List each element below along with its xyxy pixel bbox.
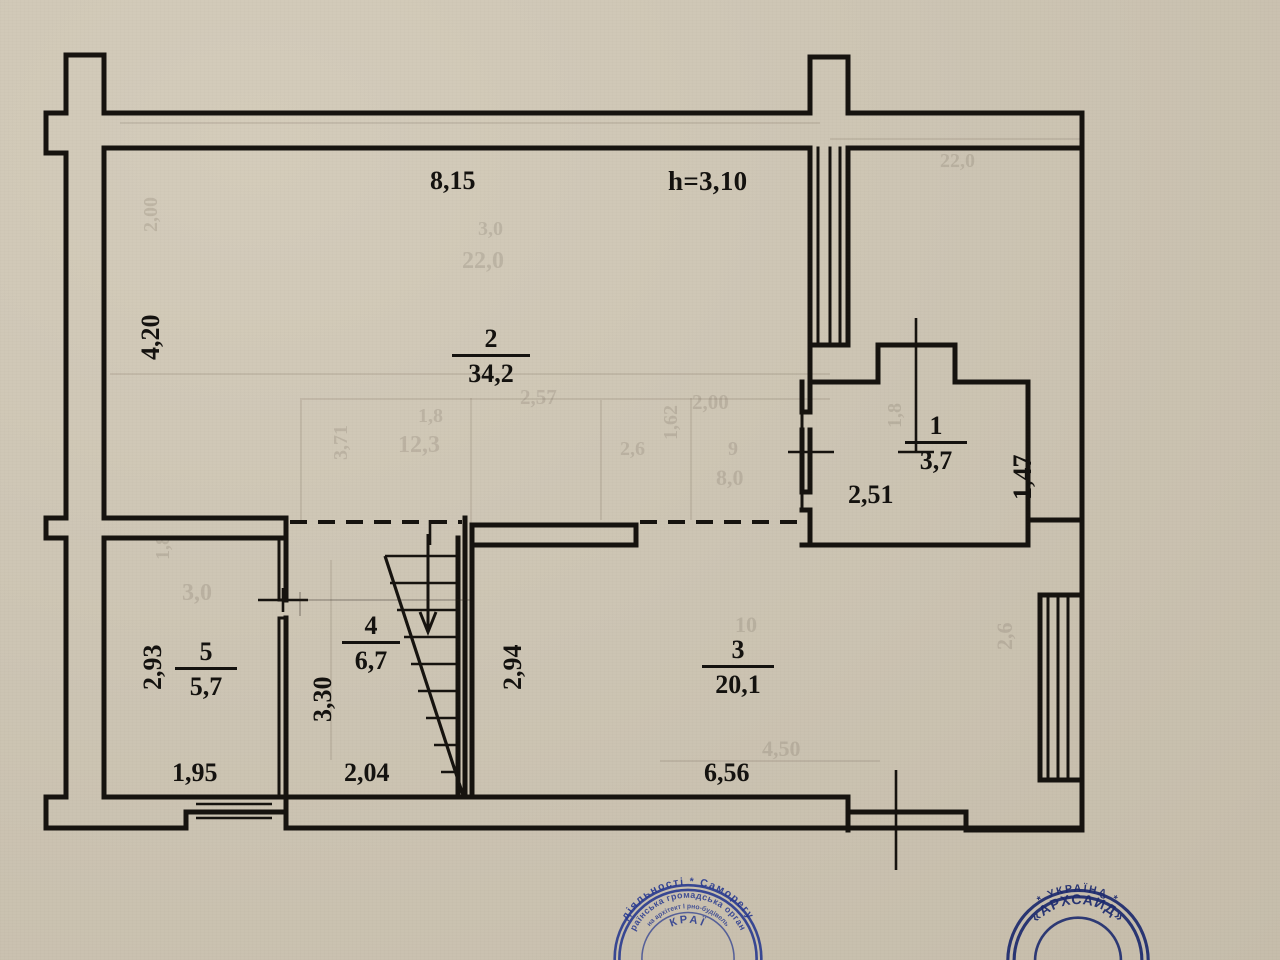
room-divider-bar xyxy=(175,667,237,671)
room-area: 5,7 xyxy=(189,672,223,702)
room-area: 34,2 xyxy=(468,359,514,389)
dimension-left-height: 4,20 xyxy=(136,314,165,361)
room-number: 4 xyxy=(364,611,378,640)
dimension-room4-width: 2,04 xyxy=(344,758,390,787)
dimension-room3-width: 6,56 xyxy=(704,758,750,787)
room-number: 2 xyxy=(484,324,498,353)
stairs-direction-arrow xyxy=(418,534,438,637)
dimension-room1-height: 1,47 xyxy=(1008,454,1037,501)
dimension-room5-height: 2,93 xyxy=(138,644,167,691)
room-label-2: 2 34,2 xyxy=(436,325,546,388)
room-area: 20,1 xyxy=(715,670,761,700)
room-number: 3 xyxy=(731,635,745,664)
ceiling-height-label: h=3,10 xyxy=(668,166,748,196)
room-area: 3,7 xyxy=(919,446,953,476)
room-divider-bar xyxy=(342,641,400,645)
room-divider-bar xyxy=(702,665,774,669)
dimension-top-width: 8,15 xyxy=(430,166,476,195)
room-number: 5 xyxy=(199,637,213,666)
dimension-room1-width: 2,51 xyxy=(848,480,894,509)
room-label-1: 1 3,7 xyxy=(888,412,984,475)
room-label-3: 3 20,1 xyxy=(688,636,788,699)
room-divider-bar xyxy=(905,441,967,445)
room-divider-bar xyxy=(452,354,530,358)
room-label-5: 5 5,7 xyxy=(160,638,252,701)
room-area: 6,7 xyxy=(354,646,388,676)
room-number: 1 xyxy=(929,411,943,440)
dimension-room4-height: 3,30 xyxy=(308,676,337,723)
dimension-room3-height: 2,94 xyxy=(498,644,527,691)
room-label-4: 4 6,7 xyxy=(330,612,412,675)
dimension-ticks xyxy=(258,318,934,870)
dimension-room5-width: 1,95 xyxy=(172,758,218,787)
